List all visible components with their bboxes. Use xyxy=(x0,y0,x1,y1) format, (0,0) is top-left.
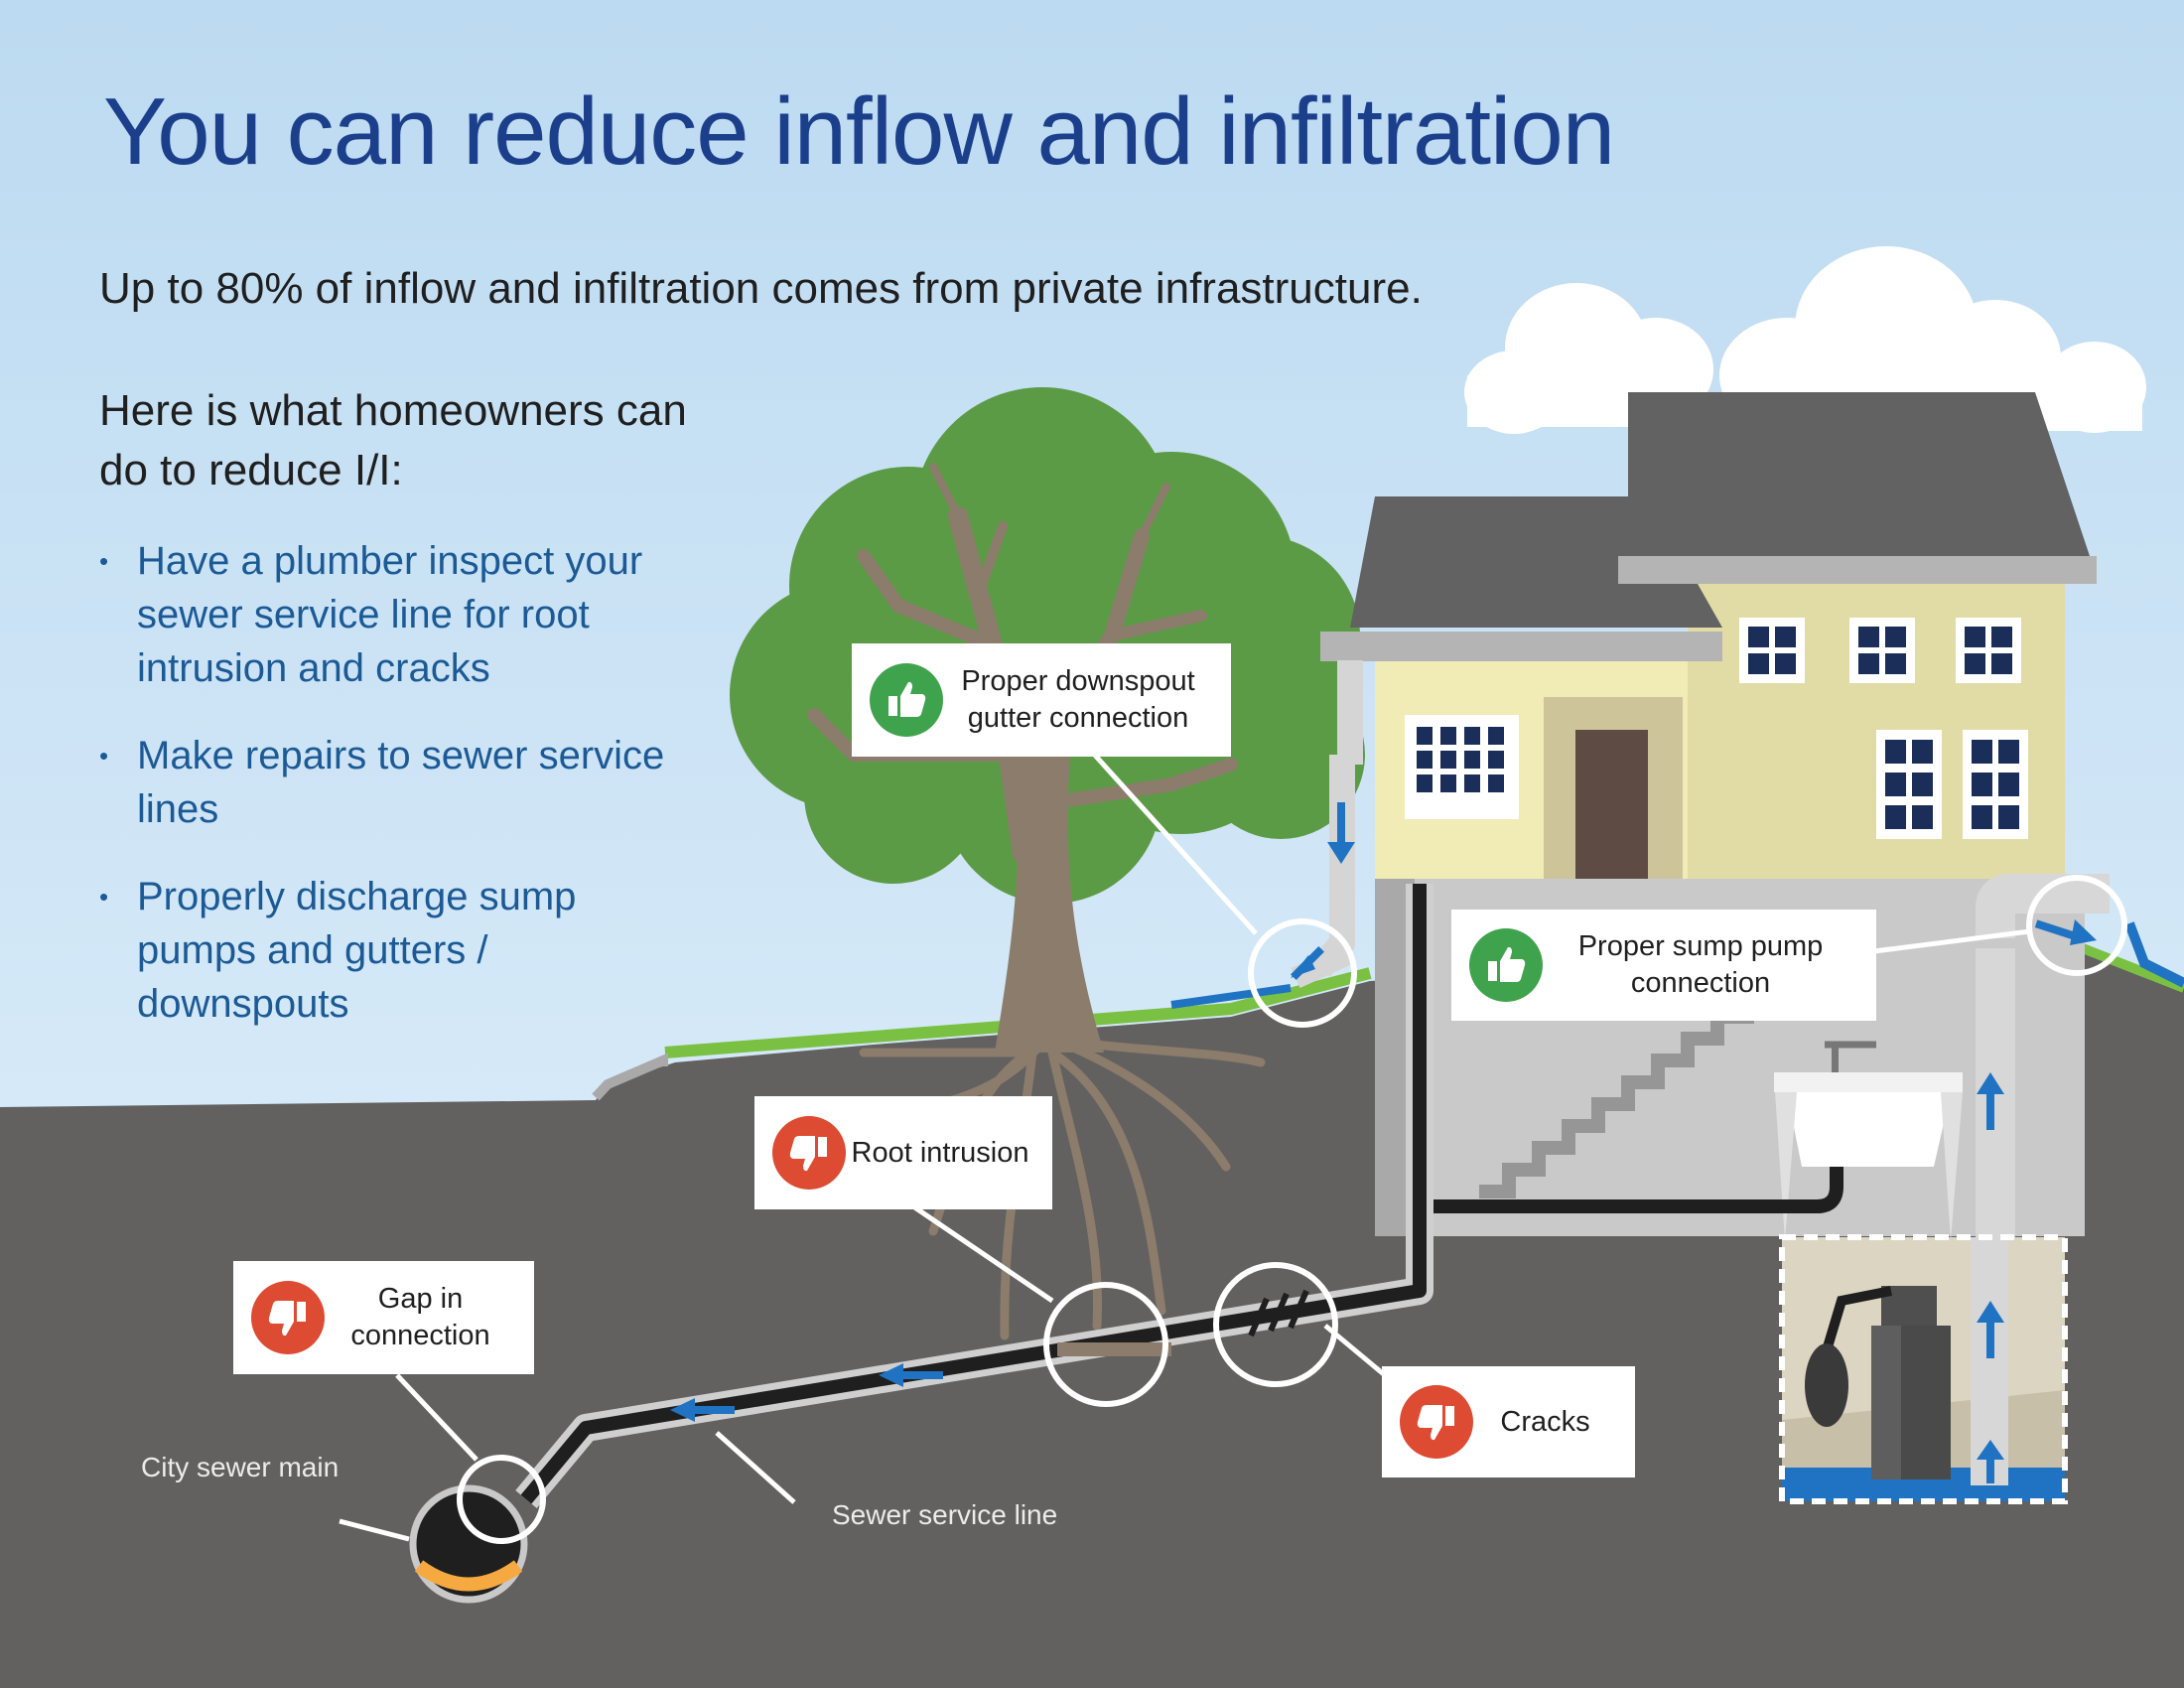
curb xyxy=(592,1053,668,1101)
laundry-sink xyxy=(1430,1041,1963,1241)
thumbs-up-icon xyxy=(1469,928,1543,1002)
downspout-flow-arrows xyxy=(1291,802,1355,980)
thumbs-down-icon xyxy=(772,1116,846,1190)
bullet-icon: • xyxy=(99,882,109,912)
tree-trunk xyxy=(995,755,1104,1053)
tip-item: • Properly discharge sump pumps and gutte… xyxy=(99,870,695,1031)
root-debris xyxy=(1057,1342,1171,1356)
intro-text: Here is what homeowners can do to reduce… xyxy=(99,386,687,494)
sump-pit xyxy=(1782,1237,2065,1501)
windows xyxy=(1405,618,2028,839)
thumbs-up-icon xyxy=(870,663,943,737)
sump-flow-arrows xyxy=(1977,919,2097,1483)
callout-label: Gap in connection xyxy=(350,1283,490,1351)
sump-pit-frame xyxy=(1779,1234,2068,1504)
thumbs-down-icon xyxy=(1400,1385,1473,1459)
bullet-icon: • xyxy=(99,741,109,771)
thumbs-down-icon xyxy=(251,1281,325,1354)
tip-item: • Have a plumber inspect your sewer servi… xyxy=(99,534,695,695)
callout-label: Proper downspout gutter connection xyxy=(961,665,1195,734)
tip-text: Make repairs to sewer service lines xyxy=(137,734,665,831)
downspout-connection-highlight xyxy=(1248,918,1357,1028)
page-subtitle: Up to 80% of inflow and infiltration com… xyxy=(99,264,1423,313)
callout-root-intrusion: Root intrusion xyxy=(754,1096,1052,1209)
tip-text: Have a plumber inspect your sewer servic… xyxy=(137,539,643,690)
callout-label: Cracks xyxy=(1500,1405,1590,1438)
leader-lines xyxy=(339,748,2031,1542)
tip-text: Properly discharge sump pumps and gutter… xyxy=(137,875,577,1026)
sewer-service-line xyxy=(515,884,1433,1508)
pipe-cracks xyxy=(1248,1289,1309,1337)
city-sewer-main xyxy=(409,1484,528,1604)
bullet-icon: • xyxy=(99,546,109,576)
service-line-flow-arrows xyxy=(670,1363,943,1422)
sump-outlet-highlight xyxy=(2026,875,2127,976)
sewer-service-line-label: Sewer service line xyxy=(832,1499,1058,1530)
gap-highlight xyxy=(457,1455,546,1544)
callout-cracks: Cracks xyxy=(1382,1366,1635,1477)
highlight-circles xyxy=(457,875,2127,1544)
callout-downspout: Proper downspout gutter connection xyxy=(852,643,1231,757)
callout-sump-pump: Proper sump pump connection xyxy=(1451,910,1876,1021)
city-sewer-main-label: City sewer main xyxy=(141,1452,340,1482)
tips-list: • Have a plumber inspect your sewer servi… xyxy=(99,534,695,1064)
callout-label: Proper sump pump connection xyxy=(1577,930,1824,999)
page-title: You can reduce inflow and infiltration xyxy=(103,78,1615,185)
callout-label: Root intrusion xyxy=(851,1136,1029,1169)
cracks-highlight xyxy=(1213,1262,1338,1387)
tip-item: • Make repairs to sewer service lines xyxy=(99,729,695,836)
callout-gap-in-connection: Gap in connection xyxy=(233,1261,534,1374)
root-intrusion-highlight xyxy=(1043,1282,1168,1407)
